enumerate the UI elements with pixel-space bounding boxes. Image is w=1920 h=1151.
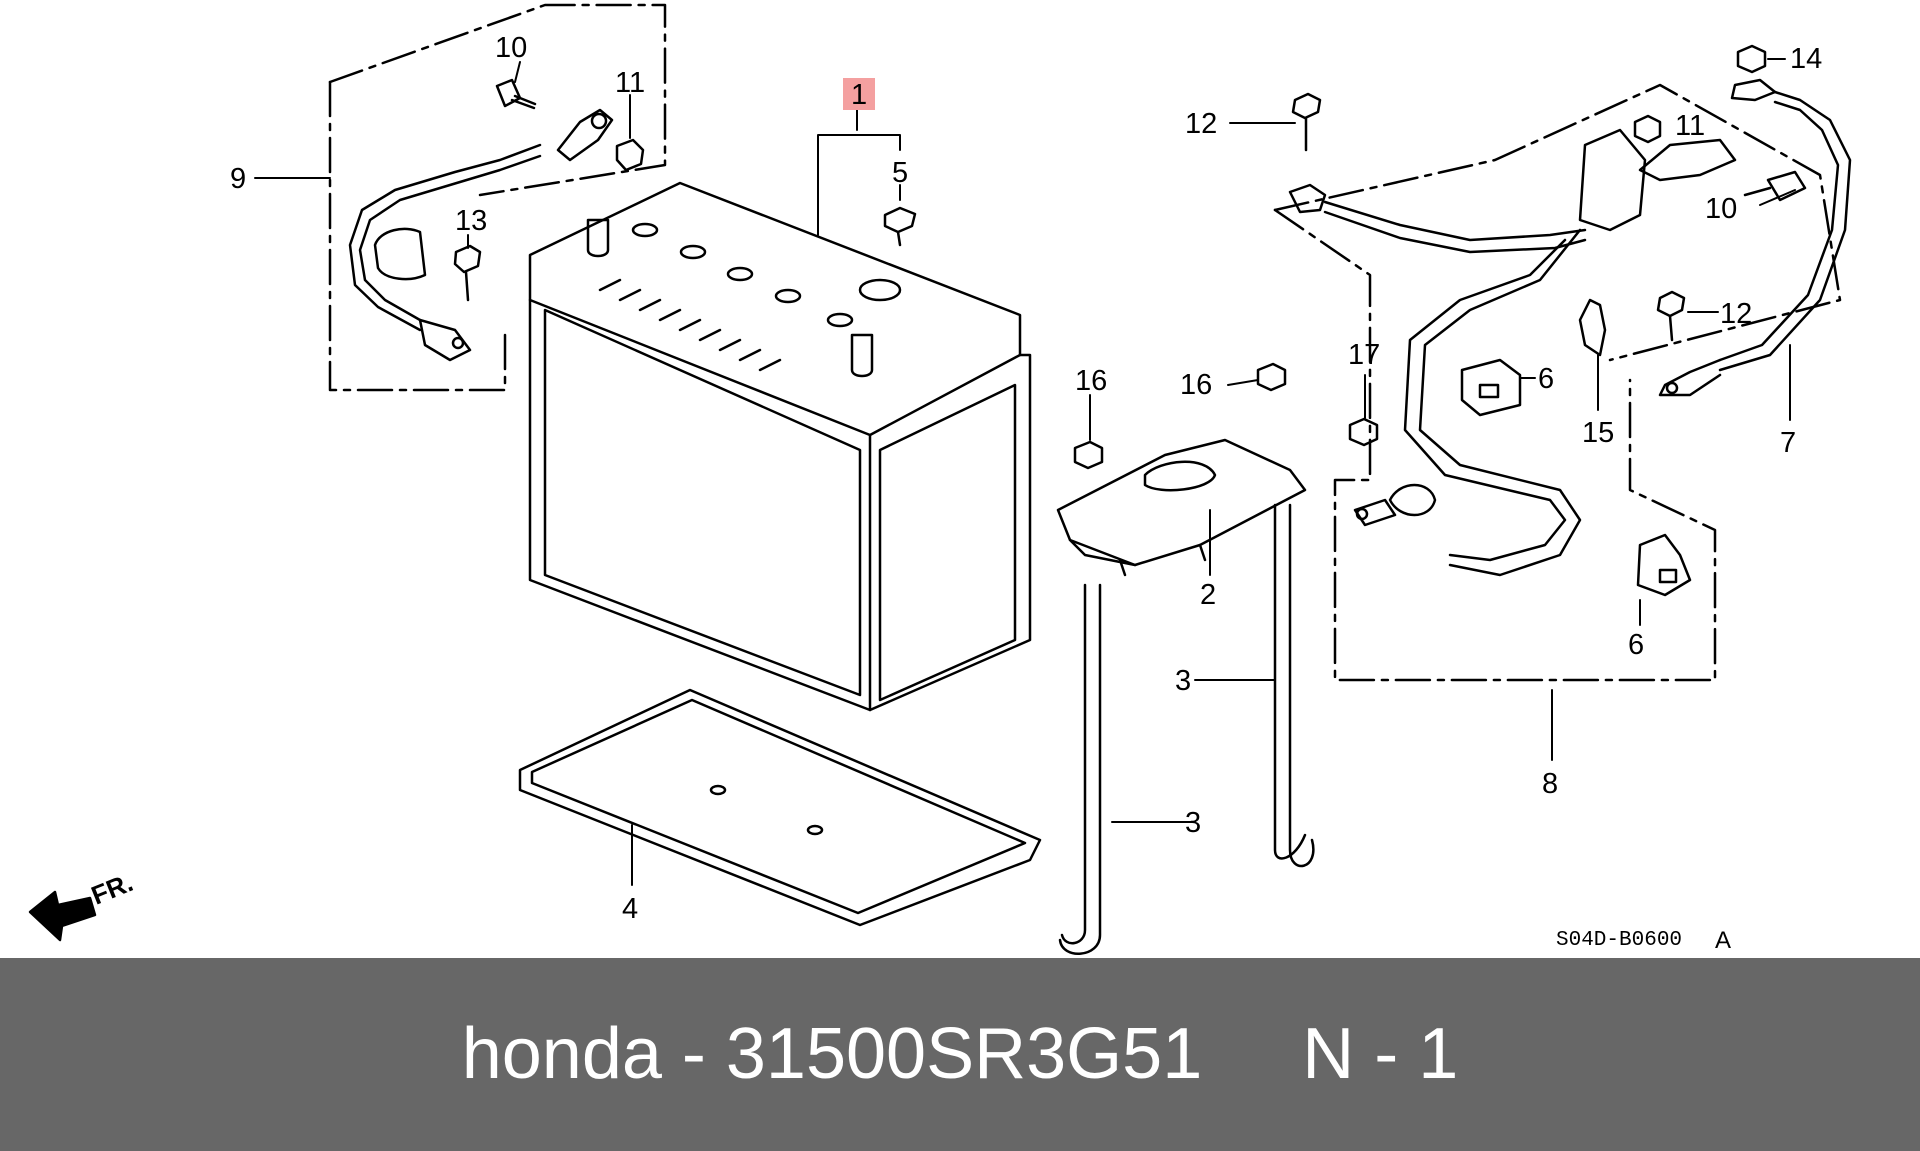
caption-text: honda - 31500SR3G51 N - 1 bbox=[461, 1014, 1459, 1094]
group-8-outline bbox=[1273, 83, 1842, 682]
nut-left bbox=[615, 138, 645, 172]
battery bbox=[528, 181, 1032, 712]
terminal-bolt-right bbox=[1743, 170, 1807, 202]
bolt-12-right bbox=[1656, 290, 1686, 342]
callout-6a: 6 bbox=[1538, 363, 1554, 395]
callout-15: 15 bbox=[1582, 417, 1614, 449]
cable-7 bbox=[1658, 78, 1852, 397]
leader-lines bbox=[254, 58, 1796, 886]
nut-16-right bbox=[1256, 362, 1287, 392]
callout-11a: 11 bbox=[615, 67, 645, 99]
callout-1: 1 bbox=[851, 79, 867, 111]
battery-parts-diagram: 1 2 3 3 4 5 6 6 7 8 9 10 10 11 11 12 12 … bbox=[28, 3, 1852, 955]
nut-17 bbox=[1348, 417, 1379, 447]
callout-12a: 12 bbox=[1185, 108, 1217, 140]
callout-10a: 10 bbox=[495, 32, 527, 64]
nut-11-right bbox=[1633, 114, 1662, 144]
terminal-bolt-left bbox=[495, 78, 537, 110]
callout-6b: 6 bbox=[1628, 629, 1644, 661]
callout-3b: 3 bbox=[1185, 807, 1201, 839]
callout-16b: 16 bbox=[1180, 369, 1212, 401]
callout-16a: 16 bbox=[1075, 365, 1107, 397]
callout-12b: 12 bbox=[1720, 298, 1752, 330]
bolt-12-left bbox=[1291, 92, 1322, 152]
callout-17: 17 bbox=[1348, 339, 1380, 371]
callout-7: 7 bbox=[1780, 427, 1796, 459]
screw-5 bbox=[883, 206, 917, 247]
callout-9: 9 bbox=[230, 163, 246, 195]
group-9-outline bbox=[328, 3, 667, 392]
front-label: FR. bbox=[87, 867, 137, 911]
callout-labels: 1 2 3 3 4 5 6 6 7 8 9 10 10 11 11 12 12 … bbox=[87, 32, 1822, 954]
callout-3a: 3 bbox=[1175, 665, 1191, 697]
caption-bar: honda - 31500SR3G51 N - 1 bbox=[0, 958, 1920, 1151]
j-bolt-right bbox=[1273, 503, 1315, 868]
diagram-code-suffix: A bbox=[1715, 927, 1731, 954]
nut-14 bbox=[1736, 44, 1767, 74]
callout-10b: 10 bbox=[1705, 193, 1737, 225]
callout-1-highlight bbox=[843, 78, 875, 110]
callout-13: 13 bbox=[455, 205, 487, 237]
clamp-6-right bbox=[1636, 533, 1692, 597]
hold-down-bracket bbox=[1056, 438, 1307, 577]
front-arrow-icon bbox=[28, 890, 97, 942]
callout-14: 14 bbox=[1790, 43, 1822, 75]
callout-11b: 11 bbox=[1675, 110, 1705, 142]
clamp-6-left bbox=[1460, 358, 1522, 417]
callout-2: 2 bbox=[1200, 579, 1216, 611]
j-bolt-left bbox=[1058, 583, 1102, 955]
clip-15 bbox=[1578, 298, 1607, 357]
callout-4: 4 bbox=[622, 893, 638, 925]
battery-tray bbox=[518, 688, 1042, 927]
bolt-13 bbox=[453, 244, 482, 302]
cable-8 bbox=[1288, 128, 1737, 577]
nut-16-left bbox=[1073, 440, 1104, 470]
callout-5: 5 bbox=[892, 157, 908, 189]
cable-9 bbox=[348, 108, 614, 362]
callout-8: 8 bbox=[1542, 768, 1558, 800]
diagram-code: S04D-B0600 bbox=[1556, 929, 1682, 952]
